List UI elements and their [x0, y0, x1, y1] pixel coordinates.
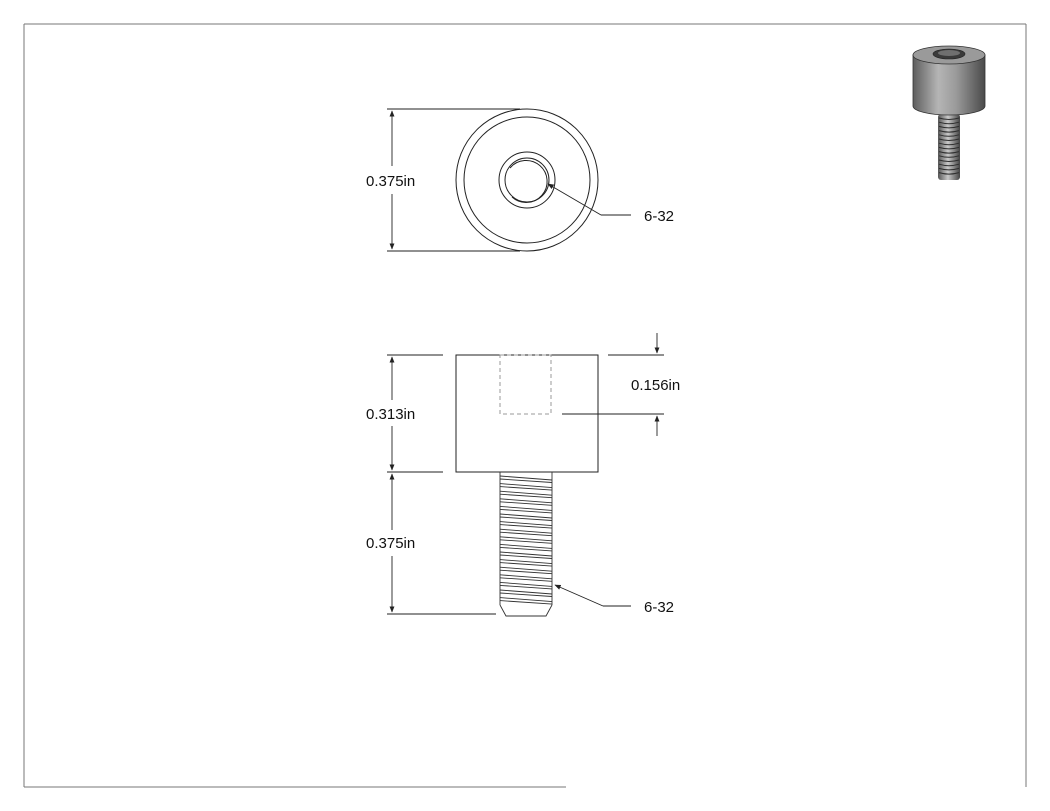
thread-crest [499, 521, 553, 529]
thread-arc [509, 159, 548, 203]
iso-thread-crest [938, 138, 960, 141]
chamfer-circle [463, 116, 591, 244]
iso-thread-crest [938, 142, 960, 146]
top-view [455, 108, 599, 252]
thread-crest [499, 566, 553, 575]
iso-thread-crest [938, 151, 960, 154]
thread-crest [499, 551, 553, 559]
side-thread-leader [554, 584, 631, 607]
thread-crest [499, 543, 553, 552]
thread-crest [499, 475, 553, 483]
thread-crest [499, 559, 553, 567]
outer-diameter-circle [455, 108, 599, 252]
body-height-label: 0.313in [366, 406, 415, 423]
thread-crest [499, 483, 553, 491]
standoff-iso-icon [912, 45, 986, 180]
side-thread-callout: 6-32 [644, 599, 674, 616]
iso-thread-crest [938, 130, 960, 133]
thread-crest [499, 505, 553, 514]
iso-thread-crest [938, 155, 960, 158]
thread-crest [499, 581, 553, 590]
thread-crest [499, 490, 553, 499]
bore-depth-label: 0.156in [631, 377, 680, 394]
iso-thread-crest [938, 167, 960, 171]
threaded-stud [499, 472, 553, 617]
iso-thread-crest [938, 146, 960, 150]
thread-crest [499, 536, 553, 544]
body-height-dimension [387, 354, 443, 473]
standoff-body [455, 354, 599, 473]
iso-thread-crest [938, 159, 960, 162]
thread-crest [499, 528, 553, 537]
thread-crest [499, 513, 553, 521]
thread-major-circle [498, 151, 556, 209]
iso-thread-crest [938, 163, 960, 167]
iso-thread-crest [938, 125, 960, 129]
stud-length-dimension [387, 473, 496, 615]
thread-crest [499, 498, 553, 506]
thread-crest [499, 589, 553, 597]
thread-crest [499, 597, 553, 605]
iso-thread-crest [938, 134, 960, 137]
thread-crest [499, 574, 553, 582]
bore-depth-dimension [562, 333, 664, 436]
iso-thread-crest [938, 172, 960, 175]
hidden-bore [499, 354, 552, 415]
top-thread-leader [547, 183, 631, 216]
stud-length-label: 0.375in [366, 535, 415, 552]
top-diameter-dimension [387, 108, 520, 252]
iso-thread-crest [938, 117, 960, 120]
side-view [455, 354, 599, 617]
iso-thread-crest [938, 121, 960, 125]
top-diameter-label: 0.375in [366, 173, 415, 190]
sheet-border [23, 23, 1027, 788]
top-thread-callout: 6-32 [644, 208, 674, 225]
